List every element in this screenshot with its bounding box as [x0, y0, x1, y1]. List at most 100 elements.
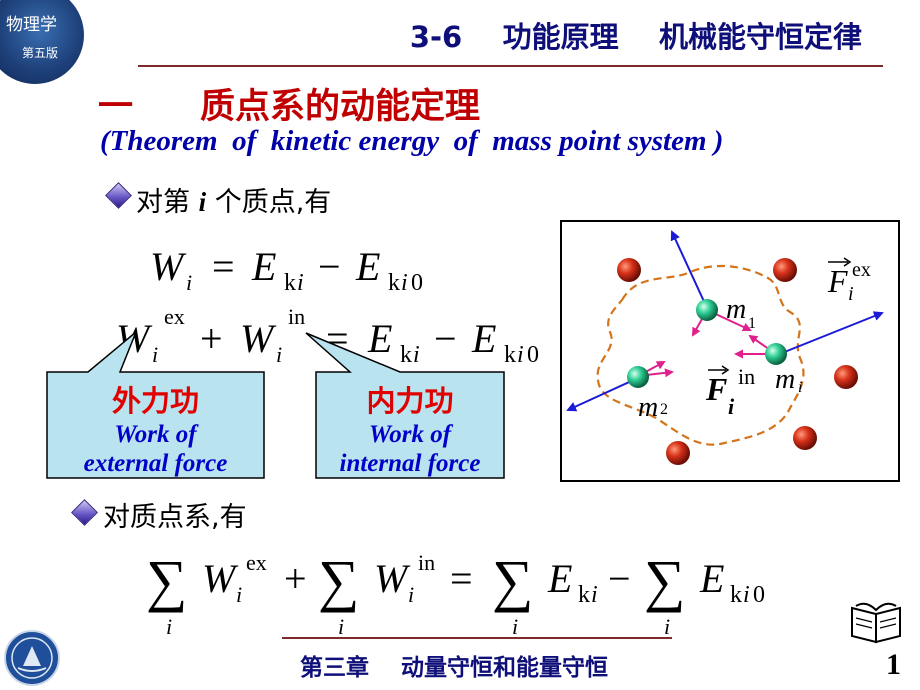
eq2-E2-k: k	[504, 342, 516, 368]
eq1-E1-k: k	[284, 270, 296, 296]
particle-system-diagram: m 1 m 2 m i F ex i F in i	[560, 220, 900, 482]
bullet-var: i	[198, 187, 207, 217]
external-callout-text: 外力功 Work of external force	[47, 378, 264, 478]
particle-m2	[627, 366, 649, 388]
eq2-E1: E	[367, 316, 392, 361]
label-F-ex-sup: ex	[852, 259, 871, 281]
eq2-plus: +	[200, 316, 223, 361]
external-particle	[617, 258, 641, 282]
label-F-in-sub: i	[728, 394, 735, 419]
slide-header-title: 3-6 功能原理 机械能守恒定律	[409, 20, 862, 54]
external-particle	[666, 441, 690, 465]
footer-divider	[282, 637, 672, 639]
bullet-prefix: 对第	[136, 187, 190, 218]
label-mi-sub: i	[798, 379, 802, 396]
sum4-k: k	[730, 582, 742, 608]
label-m1-sub: 1	[748, 315, 756, 332]
sum1-sup: ex	[246, 550, 267, 575]
external-particle	[834, 365, 858, 389]
label-F-in-sup: in	[738, 364, 755, 389]
book-icon[interactable]	[848, 598, 908, 649]
sum2-sub: i	[408, 582, 414, 607]
label-m2-sub: 2	[660, 401, 668, 418]
bullet-suffix: 个质点,有	[214, 187, 332, 218]
particle-m1	[696, 299, 718, 321]
particle-mi	[765, 343, 787, 365]
page-number: 1	[886, 648, 901, 681]
section-title: 质点系的动能定理	[200, 87, 481, 127]
eq2-E1-k: k	[400, 342, 412, 368]
sum1-sub: i	[236, 582, 242, 607]
eq1-E1: E	[251, 244, 276, 289]
label-F-ex: F	[827, 263, 848, 299]
external-work-callout	[46, 331, 265, 479]
external-callout-en2: external force	[83, 450, 228, 477]
internal-callout-en1: Work of	[368, 421, 452, 448]
eq2-W-in: W	[240, 316, 277, 361]
eq2-in-sup: in	[288, 304, 305, 329]
sum3-E: E	[547, 556, 572, 601]
sum3-k: k	[578, 582, 590, 608]
external-force-arrow-m2	[566, 377, 639, 412]
eq2-in-sub: i	[276, 342, 282, 367]
eq2-E2-i: i	[517, 342, 524, 368]
sum2: ∑	[318, 548, 359, 613]
label-m2: m	[638, 392, 658, 423]
sum3-index: i	[512, 614, 518, 639]
sum2-sup: in	[418, 550, 435, 575]
external-particle	[793, 426, 817, 450]
external-callout-title: 外力功	[111, 384, 199, 418]
eq2-ex-sup: ex	[164, 304, 185, 329]
external-force-arrow-mi	[776, 311, 884, 356]
eq2-minus: −	[434, 316, 457, 361]
external-callout-en1: Work of	[114, 421, 197, 448]
sum1-index: i	[166, 614, 172, 639]
sum-equals: =	[450, 556, 473, 601]
section-number: 一	[98, 87, 134, 127]
eq1-equals: =	[212, 244, 235, 289]
sum4-index: i	[664, 614, 670, 639]
system-boundary	[596, 264, 805, 446]
eq1-W-sub: i	[186, 270, 192, 295]
internal-callout-en2: internal force	[339, 450, 481, 477]
eq2-E1-i: i	[413, 342, 420, 368]
eq1-E2-k: k	[388, 270, 400, 296]
badge-edition: 第五版	[22, 46, 59, 60]
eq1-E2: E	[355, 244, 380, 289]
sum2-W: W	[374, 556, 411, 601]
sum4: ∑	[644, 548, 685, 613]
external-particle	[773, 258, 797, 282]
external-force-arrow-m1	[670, 230, 708, 309]
header-divider	[138, 65, 883, 67]
internal-callout-text: 内力功 Work of internal force	[316, 378, 504, 478]
badge-title: 物理学	[6, 15, 57, 35]
eq1-E1-i: i	[297, 270, 304, 296]
university-logo-icon	[4, 630, 60, 686]
bullet-system: 对质点系,有	[103, 502, 247, 533]
eq1-minus: −	[318, 244, 341, 289]
sum1: ∑	[146, 548, 187, 613]
sum4-i: i	[743, 582, 750, 608]
sum3: ∑	[492, 548, 533, 613]
eq1-W: W	[150, 244, 187, 289]
sum3-i: i	[591, 582, 598, 608]
eq2-E2: E	[471, 316, 496, 361]
section-english-title: (Theorem of kinetic energy of mass point…	[100, 125, 724, 157]
label-m1: m	[726, 294, 746, 325]
eq2-ex-sub: i	[152, 342, 158, 367]
eq2-E2-zero: 0	[527, 342, 539, 368]
sum4-E: E	[699, 556, 724, 601]
sum-plus: +	[284, 556, 307, 601]
internal-work-callout	[305, 332, 505, 479]
eq1-E2-zero: 0	[411, 270, 423, 296]
system-equation: ∑ i W ex i + ∑ i W in i = ∑ i E k i − ∑ …	[146, 548, 765, 639]
label-F-in: F	[705, 371, 727, 407]
footer-chapter: 第三章 动量守恒和能量守恒	[300, 655, 609, 681]
sum-minus: −	[608, 556, 631, 601]
bullet-particle-i: 对第 i 个质点,有	[136, 180, 331, 219]
internal-callout-title: 内力功	[366, 384, 454, 418]
eq1-E2-i: i	[401, 270, 408, 296]
sum4-zero: 0	[753, 582, 765, 608]
sum2-index: i	[338, 614, 344, 639]
